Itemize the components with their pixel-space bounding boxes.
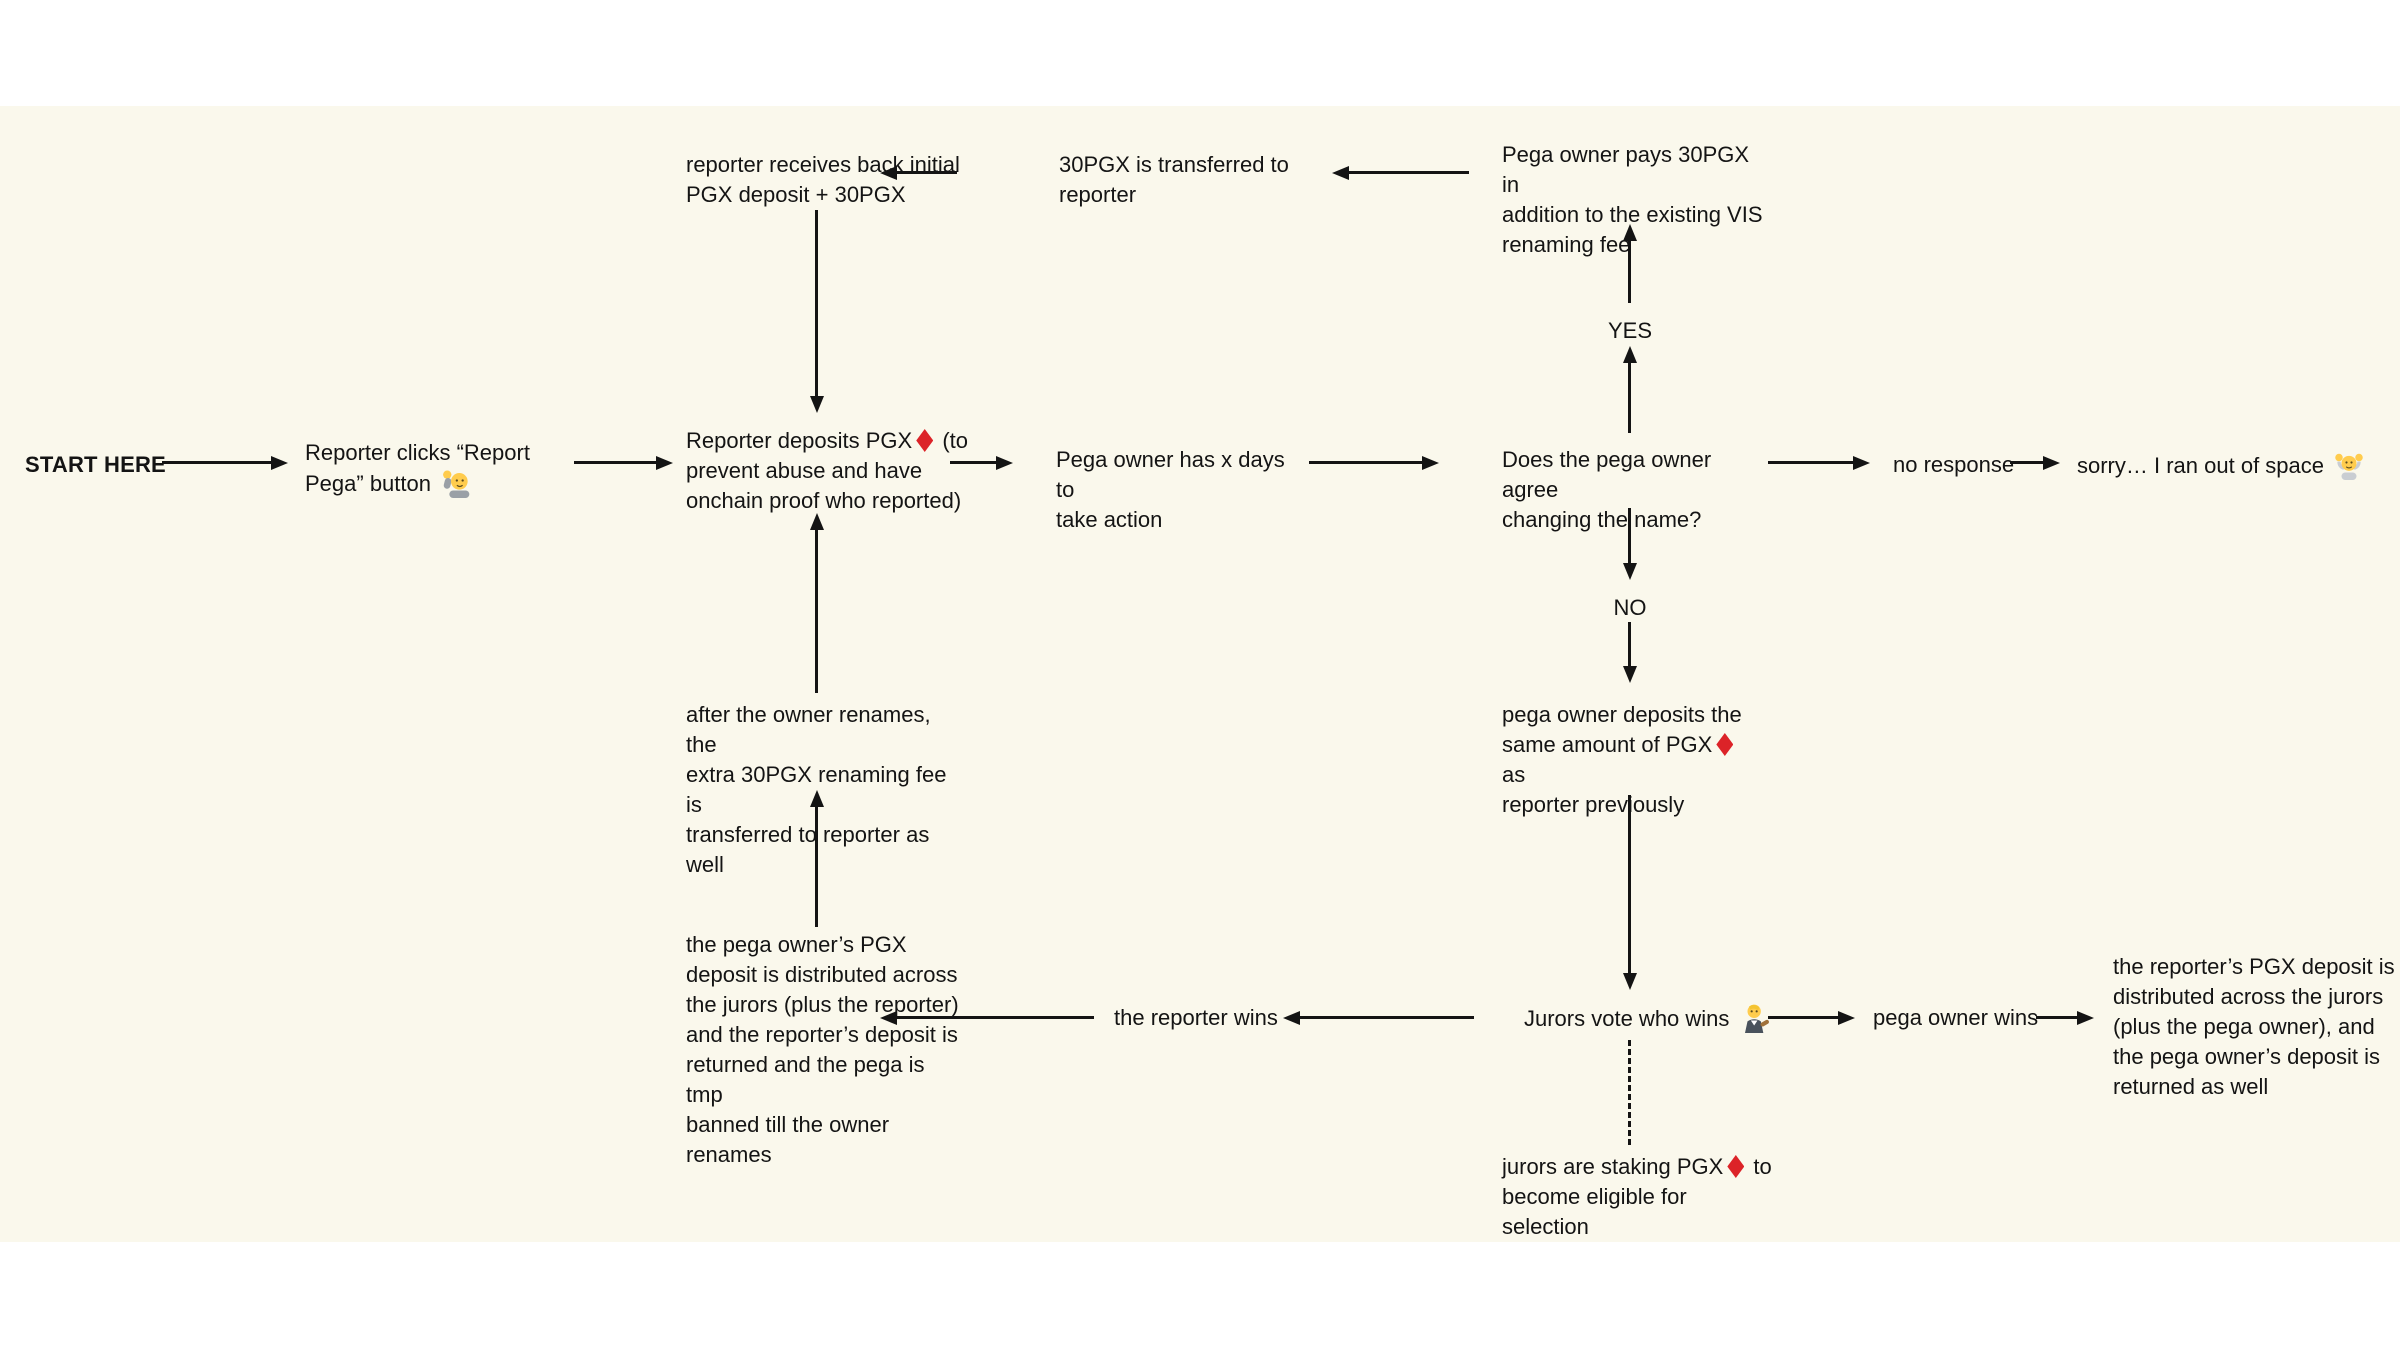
- node-decision-agree: Does the pega owner agree changing the n…: [1502, 447, 1712, 532]
- no-label: NO: [1613, 595, 1647, 620]
- arrow-no-to-owner-deposits: [1628, 622, 1631, 666]
- sorry-text: sorry… I ran out of space: [2077, 453, 2331, 478]
- arrow-start-to-clicks: [162, 461, 271, 464]
- node-sorry-out-of-space: sorry… I ran out of space: [2077, 450, 2364, 481]
- node-after-owner-renames: after the owner renames, the extra 30PGX…: [686, 702, 947, 877]
- diamond-icon: [916, 429, 934, 452]
- yes-label: YES: [1607, 318, 1653, 343]
- node-reporter-deposit-distributed: the reporter’s PGX deposit is distribute…: [2113, 954, 2395, 1099]
- arrow-receives-to-deposits: [815, 210, 818, 396]
- arrow-decision-to-yes: [1628, 363, 1631, 433]
- arrow-no-response-to-sorry: [2010, 461, 2043, 464]
- arrow-reporter-wins-to-distributed: [897, 1016, 1094, 1019]
- arrow-decision-to-no: [1628, 508, 1631, 563]
- diamond-icon: [1716, 733, 1734, 756]
- node-pega-owner-wins: pega owner wins: [1873, 1005, 2039, 1030]
- jurors-staking-text-pre: jurors are staking PGX: [1502, 1154, 1724, 1179]
- arrow-clicks-to-deposits: [574, 461, 656, 464]
- jurors-vote-text: Jurors vote who wins: [1524, 1006, 1736, 1031]
- arrow-jurors-to-owner-wins: [1768, 1016, 1838, 1019]
- reporter-clicks-text: Reporter clicks “Report Pega” button: [305, 440, 530, 496]
- reporter-deposits-text-post: (to prevent abuse and have onchain proof…: [686, 428, 969, 513]
- arrow-yes-to-owner-pays: [1628, 241, 1631, 303]
- node-reporter-clicks: Reporter clicks “Report Pega” button: [305, 438, 535, 499]
- node-owner-deposits-pgx: pega owner deposits the same amount of P…: [1502, 700, 1764, 820]
- arrow-owner-deposits-to-jurors: [1628, 795, 1631, 973]
- jurors-staking-text-post: to become eligible for selection: [1502, 1154, 1772, 1239]
- node-owner-deposit-distributed: the pega owner’s PGX deposit is distribu…: [686, 932, 959, 1167]
- node-jurors-staking: jurors are staking PGX to become eligibl…: [1502, 1152, 1778, 1242]
- arrow-pays-to-transfer: [1349, 171, 1469, 174]
- raising-hand-icon: [443, 470, 470, 498]
- arrow-decision-to-no-response: [1768, 461, 1853, 464]
- start-here-label: START HERE: [25, 452, 166, 477]
- arrow-renames-to-deposits: [815, 530, 818, 693]
- shrug-icon: [2335, 453, 2363, 480]
- owner-deposits-text-pre: pega owner deposits the same amount of P…: [1502, 702, 1742, 757]
- node-reporter-wins: the reporter wins: [1114, 1005, 1278, 1030]
- node-no-response: no response: [1893, 452, 2015, 477]
- node-owner-pays-30pgx: Pega owner pays 30PGX in addition to the…: [1502, 142, 1763, 257]
- reporter-deposits-text-pre: Reporter deposits PGX: [686, 428, 913, 453]
- arrow-deposits-to-days: [950, 461, 996, 464]
- arrow-days-to-decision: [1309, 461, 1422, 464]
- judge-icon: [1744, 1004, 1769, 1033]
- node-reporter-deposits: Reporter deposits PGX (to prevent abuse …: [686, 426, 978, 516]
- dashed-line-jurors-staking: [1628, 1040, 1631, 1145]
- node-owner-x-days: Pega owner has x days to take action: [1056, 447, 1285, 532]
- diamond-icon: [1727, 1155, 1745, 1178]
- arrow-owner-wins-to-distributed: [2036, 1016, 2077, 1019]
- arrow-transfer-to-receives: [897, 171, 957, 174]
- canvas-background: [0, 106, 2400, 1242]
- node-30pgx-transferred: 30PGX is transferred to reporter: [1059, 152, 1289, 207]
- arrow-jurors-to-reporter-wins: [1300, 1016, 1474, 1019]
- owner-deposits-text-post: as reporter previously: [1502, 762, 1685, 817]
- node-jurors-vote: Jurors vote who wins: [1524, 1003, 1770, 1034]
- arrow-distributed-to-renames: [815, 807, 818, 927]
- node-reporter-receives-back: reporter receives back initial PGX depos…: [686, 152, 960, 207]
